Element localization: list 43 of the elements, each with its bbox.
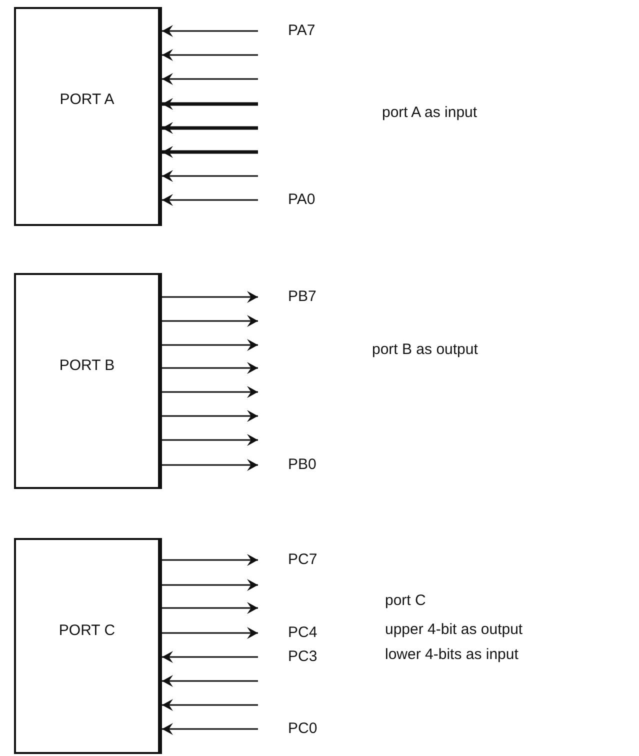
signal-arrow — [162, 675, 258, 687]
signal-arrow — [162, 146, 258, 158]
signal-arrow — [162, 291, 258, 303]
signal-arrow — [162, 434, 258, 446]
note: port A as input — [382, 104, 478, 122]
note: upper 4-bit as output — [385, 621, 523, 639]
signal-arrow — [162, 25, 258, 37]
port-box — [14, 538, 162, 754]
signal-arrow — [162, 339, 258, 351]
note: port C — [385, 592, 426, 610]
pin-label: PC0 — [288, 720, 318, 738]
signal-arrow — [162, 699, 258, 711]
pin-label: PC3 — [288, 648, 318, 666]
pin-label: PC7 — [288, 551, 318, 569]
signal-arrow — [162, 73, 258, 85]
port-name: PORT A — [58, 90, 116, 110]
signal-arrow — [162, 651, 258, 663]
signal-arrow — [162, 315, 258, 327]
signal-arrow — [162, 386, 258, 398]
signal-arrow — [162, 579, 258, 591]
note: lower 4-bits as input — [385, 646, 518, 664]
port-name: PORT B — [58, 356, 116, 376]
pin-label: PB0 — [288, 456, 316, 474]
pin-label: PC4 — [288, 624, 318, 642]
pin-label: PB7 — [288, 288, 316, 306]
signal-arrow — [162, 122, 258, 134]
note: port B as output — [372, 341, 478, 359]
pin-label: PA7 — [288, 22, 316, 40]
signal-arrow — [162, 98, 258, 110]
signal-arrow — [162, 410, 258, 422]
signal-arrow — [162, 602, 258, 614]
signal-arrow — [162, 723, 258, 735]
signal-arrow — [162, 459, 258, 471]
signal-arrow — [162, 170, 258, 182]
signal-arrow — [162, 627, 258, 639]
signal-arrow — [162, 554, 258, 566]
signal-arrow — [162, 362, 258, 374]
pin-label: PA0 — [288, 191, 316, 209]
port-name: PORT C — [58, 621, 116, 641]
signal-arrow — [162, 194, 258, 206]
port-box — [14, 273, 162, 489]
port-box — [14, 7, 162, 226]
signal-arrow — [162, 49, 258, 61]
